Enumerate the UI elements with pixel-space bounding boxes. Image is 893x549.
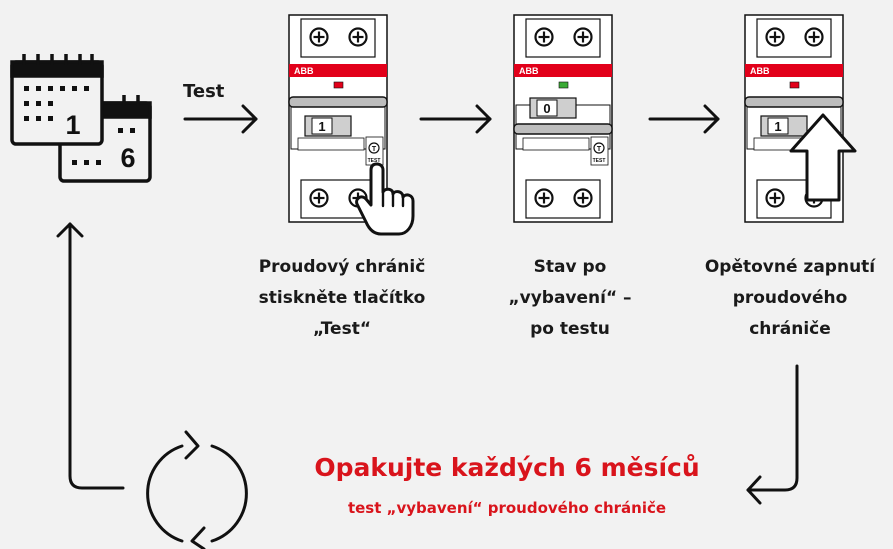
circuit-breaker-2: ABB 0 T TEST: [513, 14, 613, 223]
step-3-caption: Opětovné zapnutí proudového chrániče: [690, 252, 890, 345]
arrow-right-icon: [419, 104, 492, 134]
test-symbol: T: [372, 146, 377, 153]
cycle-icon: [146, 430, 248, 549]
test-label: Test: [183, 81, 225, 102]
repeat-title: Opakujte každých 6 měsíců: [314, 453, 700, 482]
calendar-day-1: 1: [65, 110, 80, 140]
arrow-right-icon: [648, 104, 720, 134]
status-led: [333, 81, 344, 89]
caption-line: proudového: [732, 288, 848, 308]
status-led: [789, 81, 800, 89]
switch-position: 1: [318, 119, 325, 134]
abb-logo: ABB: [519, 66, 539, 76]
test-text: TEST: [593, 158, 606, 164]
switch-position: 1: [774, 119, 781, 134]
step-2-caption: Stav po „vybavení“ – po testu: [480, 252, 660, 345]
caption-line: „Test“: [312, 319, 371, 339]
switch-position: 0: [543, 101, 550, 116]
test-text: TEST: [368, 158, 381, 164]
arrow-down-left-icon: [746, 364, 799, 505]
caption-line: po testu: [530, 319, 610, 339]
abb-logo: ABB: [294, 66, 314, 76]
hand-pointer-icon: [355, 162, 415, 236]
test-symbol: T: [597, 146, 602, 153]
circuit-breaker-3: ABB 1: [744, 14, 844, 223]
caption-line: Opětovné zapnutí: [704, 257, 876, 277]
arrow-right-icon: [183, 104, 258, 134]
caption-line: Stav po: [533, 257, 607, 277]
abb-logo: ABB: [750, 66, 770, 76]
step-1-caption: Proudový chránič stiskněte tlačítko „Tes…: [222, 252, 462, 345]
caption-line: chrániče: [749, 319, 831, 339]
caption-line: „vybavení“ –: [508, 288, 632, 308]
status-led: [558, 81, 569, 89]
circuit-breaker-1: ABB 1 T TEST: [288, 14, 388, 223]
up-arrow-icon: [789, 113, 857, 202]
calendar-icon: [10, 54, 152, 183]
caption-line: Proudový chránič: [258, 257, 426, 277]
caption-line: stiskněte tlačítko: [258, 288, 426, 308]
arrow-up-return-icon: [56, 222, 125, 490]
repeat-subtitle: test „vybavení“ proudového chrániče: [347, 499, 667, 517]
calendar-day-6: 6: [120, 143, 135, 173]
